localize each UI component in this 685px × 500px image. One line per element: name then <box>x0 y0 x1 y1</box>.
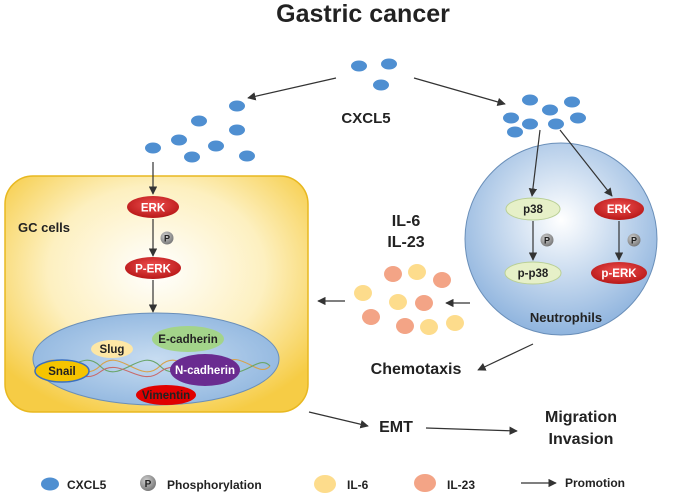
il6-molecule <box>446 315 464 331</box>
il23-molecule <box>396 318 414 334</box>
snail-label: Snail <box>48 366 75 378</box>
cxcl5-cluster-top <box>351 58 397 91</box>
cxcl5-molecule <box>351 60 367 72</box>
cxcl5-molecule <box>548 118 564 130</box>
slug-node <box>91 340 133 358</box>
legend-promotion-label: Promotion <box>565 476 625 490</box>
cxcl5-molecule <box>381 58 397 70</box>
neu-phospho-icon-right <box>627 233 641 247</box>
il6-molecule <box>420 319 438 335</box>
cxcl5-molecule <box>191 115 207 127</box>
il23-molecule <box>415 295 433 311</box>
cxcl5-cluster-right <box>503 94 586 138</box>
gc-erk-label: ERK <box>141 203 166 215</box>
emt-label: EMT <box>379 419 413 436</box>
cxcl5-molecule <box>229 100 245 112</box>
cxcl5-molecule <box>184 151 200 163</box>
arrow-gc-to-emt <box>308 411 369 429</box>
cytokine-cluster <box>354 264 464 335</box>
il23-molecule <box>384 266 402 282</box>
pp38-node <box>504 261 562 285</box>
gc-cells-label: GC cells <box>18 220 70 235</box>
arrow-cxcl5-to-left <box>247 77 337 101</box>
vimentin-label: Vimentin <box>142 390 190 402</box>
cxcl5-label: CXCL5 <box>341 110 390 127</box>
neu-phospho-glyph-right: P <box>631 236 637 246</box>
neu-perk-label: p-ERK <box>601 268 637 280</box>
migration-label: Migration <box>545 409 617 426</box>
legend-il23-swatch <box>414 474 436 492</box>
cxcl5-molecule <box>503 112 519 124</box>
gc-phospho-icon <box>160 231 174 245</box>
e-cadherin-label: E-cadherin <box>158 334 217 346</box>
gc-phospho-glyph: P <box>164 234 170 244</box>
cxcl5-molecule <box>373 79 389 91</box>
slug-label: Slug <box>100 344 125 356</box>
il23-molecule <box>362 309 380 325</box>
cxcl5-molecule <box>522 94 538 106</box>
il6-label: IL-6 <box>392 213 421 230</box>
neu-phospho-glyph-left: P <box>544 236 550 246</box>
vimentin-node <box>136 385 196 405</box>
legend: CXCL5 P Phosphorylation IL-6 IL-23 Promo… <box>41 474 625 493</box>
arrow-emt-to-outcome <box>425 426 518 435</box>
legend-cxcl5-label: CXCL5 <box>67 478 107 492</box>
cxcl5-molecule <box>522 118 538 130</box>
cxcl5-molecule <box>145 142 161 154</box>
arrow-cxcl5-to-right <box>413 77 506 106</box>
neutrophils-label: Neutrophils <box>530 310 602 325</box>
p38-label: p38 <box>523 204 543 216</box>
cxcl5-molecule <box>229 124 245 136</box>
il6-molecule <box>408 264 426 280</box>
legend-phospho-label: Phosphorylation <box>167 478 262 492</box>
n-cadherin-label: N-cadherin <box>175 365 235 377</box>
cxcl5-molecule <box>208 140 224 152</box>
n-cadherin-node <box>170 354 240 386</box>
legend-il6-label: IL-6 <box>347 478 369 492</box>
cxcl5-molecule <box>239 150 255 162</box>
cxcl5-molecule <box>542 104 558 116</box>
cxcl5-molecule <box>171 134 187 146</box>
il6-molecule <box>354 285 372 301</box>
neu-erk-node <box>594 198 644 220</box>
cxcl5-molecule <box>507 126 523 138</box>
snail-node <box>34 359 90 383</box>
e-cadherin-node <box>152 326 224 352</box>
neu-phospho-icon-left <box>540 233 554 247</box>
pp38-label: p-p38 <box>518 268 549 280</box>
il23-label: IL-23 <box>387 234 424 251</box>
legend-cxcl5-swatch <box>41 477 59 491</box>
chemotaxis-label: Chemotaxis <box>371 361 462 378</box>
invasion-label: Invasion <box>549 431 614 448</box>
legend-phospho-glyph: P <box>145 479 152 490</box>
title: Gastric cancer <box>276 0 450 28</box>
gc-perk-label: P-ERK <box>135 264 171 276</box>
p38-node <box>505 197 561 221</box>
il23-molecule <box>433 272 451 288</box>
cxcl5-cluster-left <box>145 100 255 163</box>
gc-erk-node <box>127 196 179 218</box>
legend-il6-swatch <box>314 475 336 493</box>
cxcl5-molecule <box>570 112 586 124</box>
il6-molecule <box>389 294 407 310</box>
cxcl5-molecule <box>564 96 580 108</box>
neu-erk-label: ERK <box>607 204 632 216</box>
arrow-cxcl5-to-p38 <box>528 129 541 197</box>
legend-il23-label: IL-23 <box>447 478 475 492</box>
gc-perk-node <box>125 257 181 279</box>
arrow-cxcl5-to-neu-erk <box>559 129 613 197</box>
neu-perk-node <box>591 262 647 284</box>
legend-phospho-icon <box>140 475 156 491</box>
arrow-neutrophils-to-chemotaxis <box>477 343 534 371</box>
